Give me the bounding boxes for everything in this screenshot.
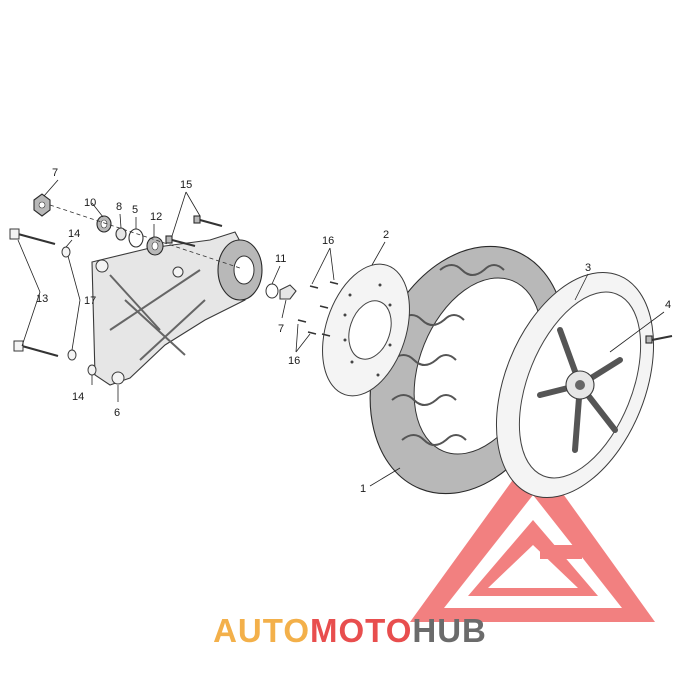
callout-4: 4 [665, 299, 671, 311]
callout-10: 10 [84, 197, 96, 209]
wheel-rim [495, 271, 655, 499]
callout-3: 3 [585, 262, 591, 274]
callout-14-bottom: 14 [72, 391, 84, 403]
callout-14-top: 14 [68, 228, 80, 240]
callout-7: 7 [278, 323, 284, 335]
callout-16-top: 16 [322, 235, 334, 247]
callout-12: 12 [150, 211, 162, 223]
callout-2: 2 [383, 229, 389, 241]
logo-wordmark: AUTOMOTOHUB [0, 612, 700, 650]
callout-labels: 7 10 8 5 12 15 14 13 17 14 6 11 7 16 16 … [36, 167, 671, 495]
callout-11: 11 [275, 253, 286, 265]
callout-6: 6 [114, 407, 120, 419]
hardware-parts [9, 193, 673, 376]
callout-13: 13 [36, 293, 48, 305]
callout-1: 1 [360, 483, 366, 495]
callout-15: 15 [180, 179, 192, 191]
leader-lines [17, 179, 665, 487]
logo-text-auto: AUTO [213, 612, 310, 649]
logo-text-hub: HUB [412, 612, 487, 649]
callout-17: 17 [84, 295, 96, 307]
logo-text-moto: MOTO [310, 612, 413, 649]
callout-9: 7 [52, 167, 58, 179]
swingarm-bracket [91, 231, 263, 386]
callout-16-bottom: 16 [288, 355, 300, 367]
logo-emblem [410, 452, 655, 622]
callout-8: 8 [116, 201, 122, 213]
brake-disc [322, 263, 410, 397]
callout-5: 5 [132, 204, 138, 216]
